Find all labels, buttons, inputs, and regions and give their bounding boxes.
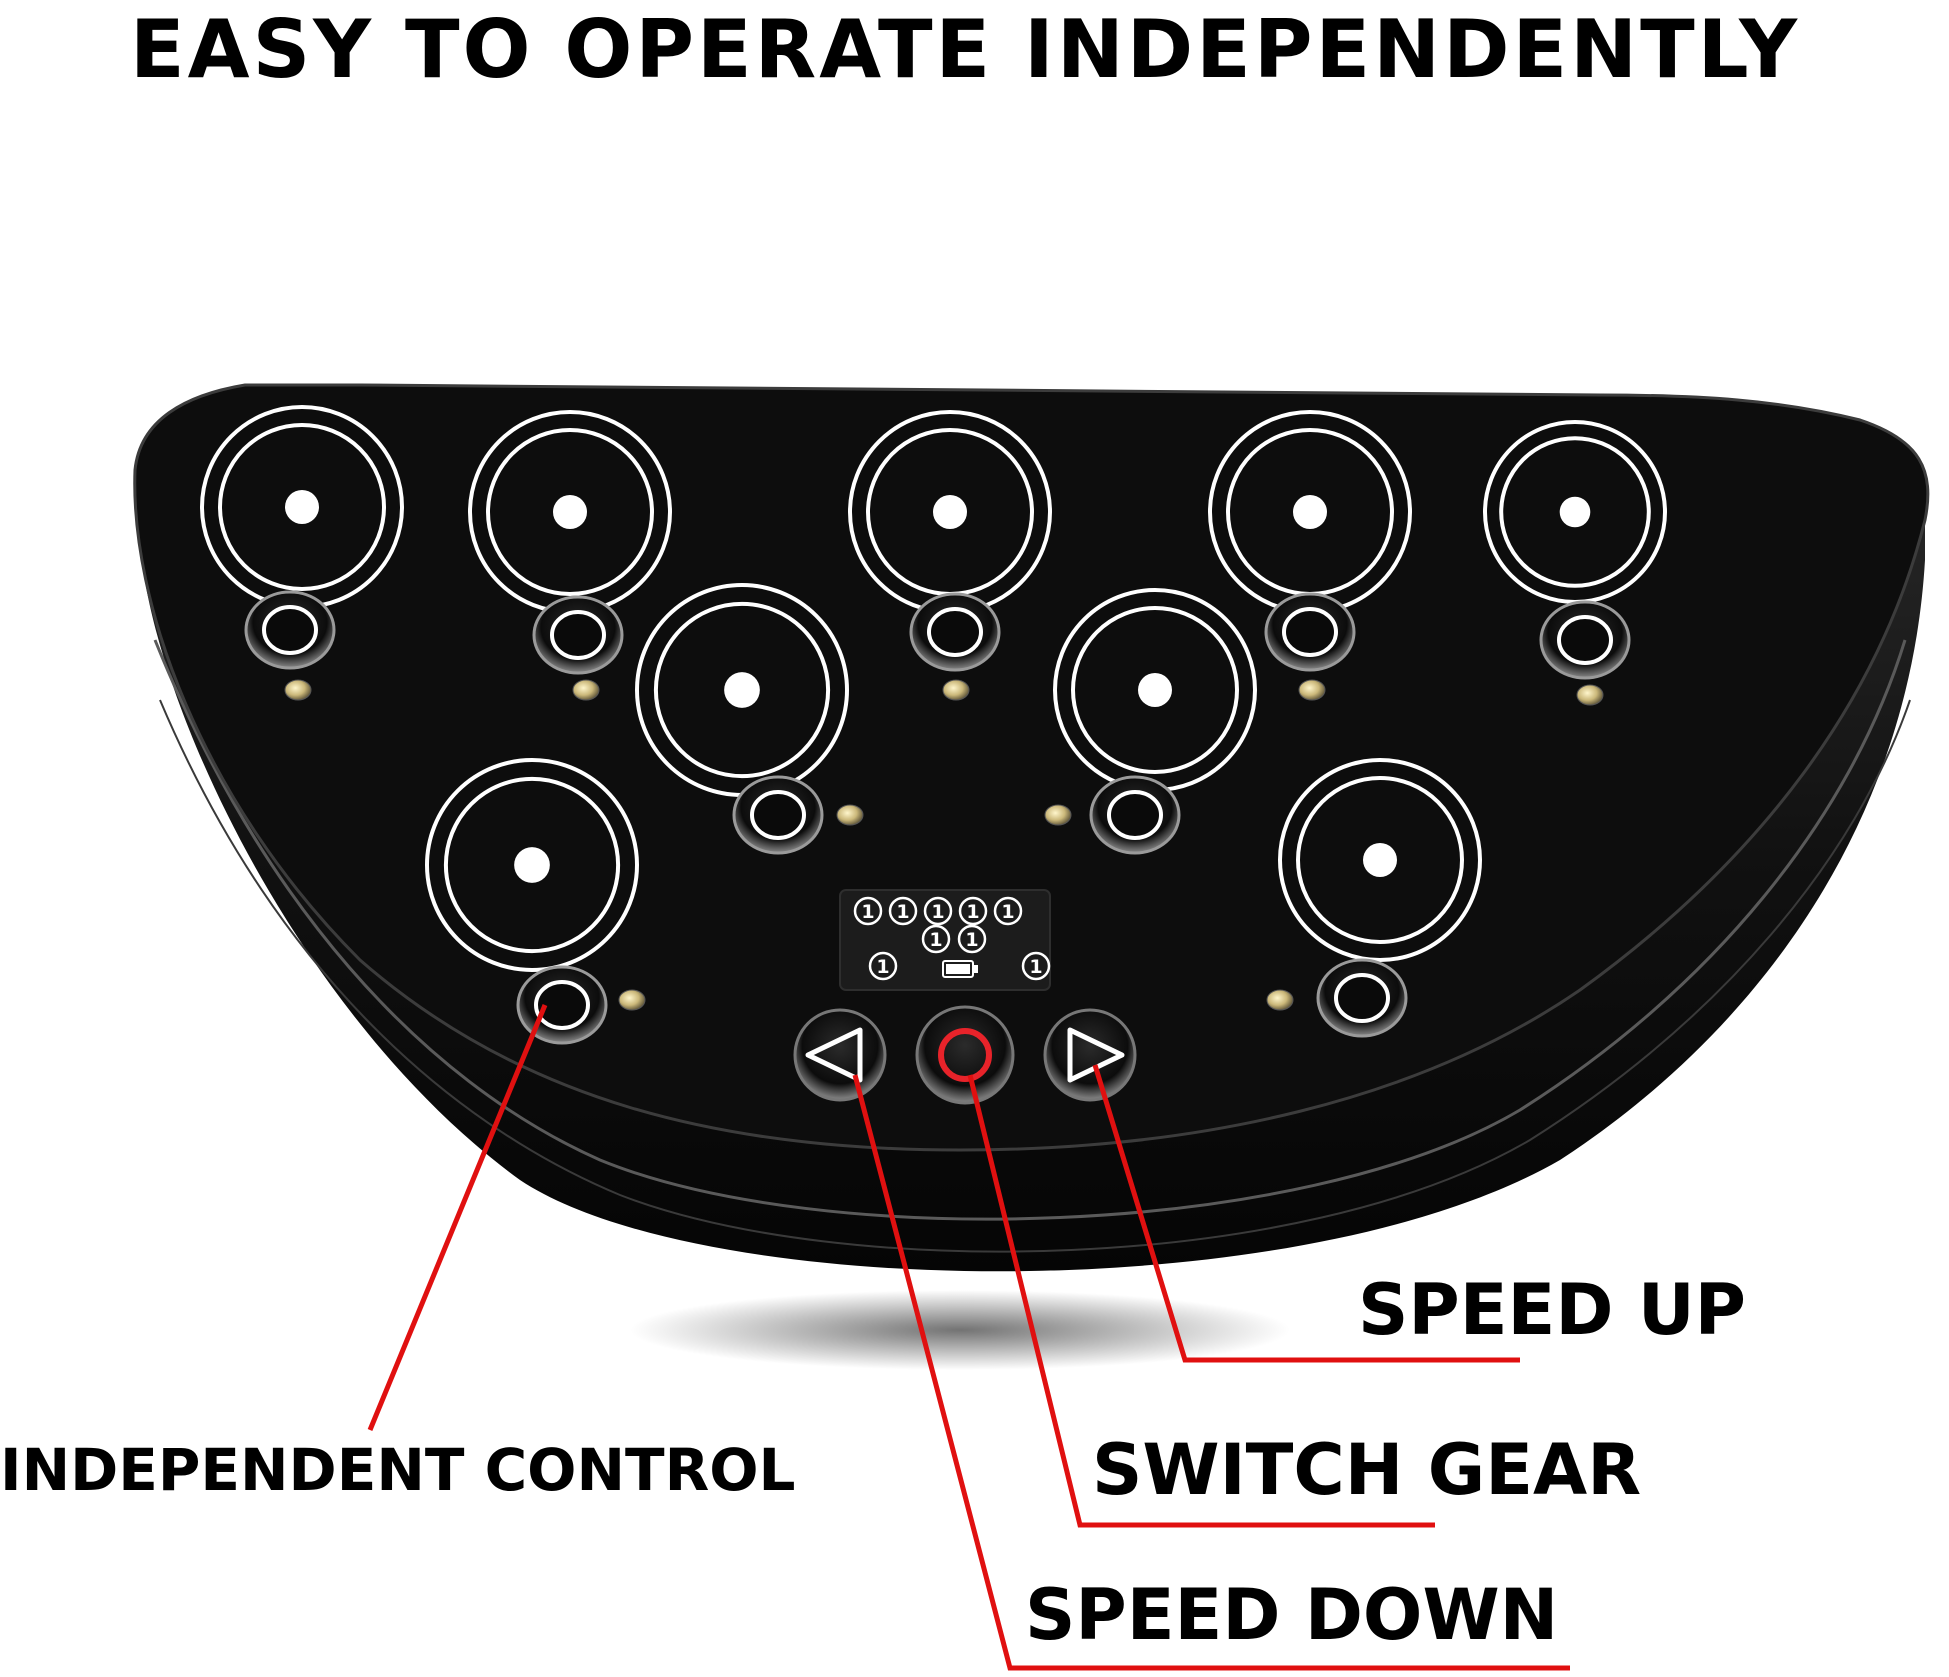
display-gear-indicator: 1 bbox=[957, 924, 987, 954]
rim-highlight bbox=[159, 699, 1911, 1253]
page-title: EASY TO OPERATE INDEPENDENTLY bbox=[130, 3, 1801, 96]
display-gear-indicator: 1 bbox=[888, 896, 918, 926]
gear-digit: 1 bbox=[929, 929, 942, 951]
rim-highlight bbox=[153, 639, 1907, 1221]
led-indicator bbox=[572, 679, 600, 701]
gear-digit: 1 bbox=[1001, 901, 1014, 923]
speed-up-button[interactable] bbox=[1043, 1008, 1137, 1102]
independent-control-button[interactable] bbox=[1264, 592, 1356, 672]
independent-control-button[interactable] bbox=[1089, 775, 1181, 855]
independent-control-button[interactable] bbox=[1316, 958, 1408, 1038]
switch-gear-button[interactable] bbox=[915, 1005, 1015, 1105]
label-independent-control: INDEPENDENT CONTROL bbox=[0, 1436, 796, 1504]
battery-icon bbox=[942, 960, 978, 978]
display-gear-indicator: 1 bbox=[1021, 951, 1051, 981]
led-indicator bbox=[618, 989, 646, 1011]
massage-pad bbox=[1278, 758, 1482, 962]
led-indicator bbox=[284, 679, 312, 701]
callout-line-speed-up bbox=[1092, 1064, 1520, 1363]
led-indicator bbox=[836, 804, 864, 826]
gear-digit: 1 bbox=[966, 901, 979, 923]
gear-digit: 1 bbox=[931, 901, 944, 923]
gear-digit: 1 bbox=[896, 901, 909, 923]
led-indicator bbox=[942, 679, 970, 701]
callout-line-switch-gear bbox=[967, 1074, 1435, 1528]
display-gear-indicator: 1 bbox=[921, 924, 951, 954]
floor-shadow bbox=[630, 1290, 1290, 1370]
massage-pad bbox=[425, 758, 639, 972]
led-indicator bbox=[1576, 684, 1604, 706]
display-gear-indicator: 1 bbox=[958, 896, 988, 926]
gear-digit: 1 bbox=[861, 901, 874, 923]
independent-control-button[interactable] bbox=[516, 965, 608, 1045]
callout-line-independent bbox=[367, 1004, 548, 1431]
label-speed-down: SPEED DOWN bbox=[1025, 1574, 1559, 1656]
led-indicator bbox=[1266, 989, 1294, 1011]
label-switch-gear: SWITCH GEAR bbox=[1092, 1429, 1642, 1511]
triangle-left-icon bbox=[805, 1027, 863, 1083]
callout-line-speed-down bbox=[852, 1074, 1570, 1671]
speed-down-button[interactable] bbox=[793, 1008, 887, 1102]
display-gear-indicator: 1 bbox=[868, 951, 898, 981]
gear-digit: 1 bbox=[1029, 956, 1042, 978]
led-indicator bbox=[1298, 679, 1326, 701]
display-gear-indicator: 1 bbox=[853, 896, 883, 926]
independent-control-button[interactable] bbox=[532, 595, 624, 675]
display-gear-indicator: 1 bbox=[993, 896, 1023, 926]
independent-control-button[interactable] bbox=[732, 775, 824, 855]
gear-digit: 1 bbox=[965, 929, 978, 951]
label-speed-up: SPEED UP bbox=[1358, 1269, 1746, 1351]
display-gear-indicator: 1 bbox=[923, 896, 953, 926]
led-indicator bbox=[1044, 804, 1072, 826]
independent-control-button[interactable] bbox=[1539, 600, 1631, 680]
independent-control-button[interactable] bbox=[909, 592, 1001, 672]
independent-control-button[interactable] bbox=[244, 590, 336, 670]
massage-pad bbox=[848, 410, 1052, 614]
gear-digit: 1 bbox=[876, 956, 889, 978]
ring-icon bbox=[938, 1028, 992, 1082]
